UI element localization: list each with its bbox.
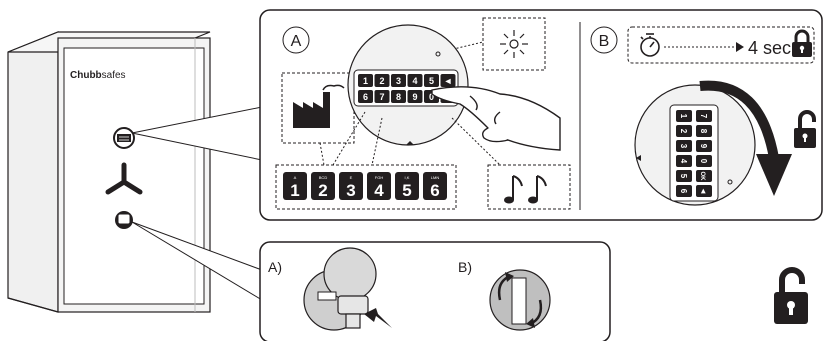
rotated-keypad-keys: 1 2 3 4 5 6 7 8 9 0OK ◄ <box>676 110 712 197</box>
rotated-keypad-key: 6 <box>676 185 692 197</box>
keypad-key-label: 2 <box>379 76 384 86</box>
rotated-keypad-key: 9 <box>696 140 712 152</box>
label-b-turn: B) <box>458 259 472 275</box>
code-key-letters: I,K <box>405 175 410 180</box>
key-icon <box>337 295 369 329</box>
step-a-badge: A <box>282 26 310 54</box>
rotated-keypad-key: 4 <box>676 155 692 167</box>
closed-padlock-icon <box>792 29 812 57</box>
code-key-digit: 3 <box>346 181 355 200</box>
timer-box: 4 sec <box>627 26 815 64</box>
keypad-key-label: 8 <box>396 92 401 102</box>
code-key-digit: 5 <box>402 181 411 200</box>
code-key: A1 <box>283 172 307 200</box>
safe-key-lock <box>115 211 133 229</box>
rotated-keypad-key-label: 6 <box>679 189 688 194</box>
keypad-key-label: 9 <box>412 92 417 102</box>
rotated-keypad-key-label: 2 <box>679 129 688 134</box>
rotated-keypad-key: ◄ <box>696 185 712 197</box>
code-key-digit: 4 <box>374 181 384 200</box>
code-key-letters: BCD <box>319 175 328 180</box>
led-flash-icon <box>500 30 528 58</box>
rotated-keypad-key-label: ◄ <box>699 187 708 195</box>
rotated-keypad-key: 7 <box>696 110 712 122</box>
rotated-keypad <box>634 84 756 206</box>
keypad-key-label: 1 <box>363 76 368 86</box>
rotated-keypad-key-label: OK <box>699 172 705 182</box>
safe: Chubbsafes <box>7 31 211 313</box>
keypad-key: 6 <box>358 90 373 103</box>
rotated-keypad-key-label: 4 <box>679 159 688 164</box>
rotated-keypad-key: 0 <box>696 155 712 167</box>
push-arrow-icon <box>364 308 392 328</box>
music-notes-icon <box>504 175 547 204</box>
hand-pressing <box>431 86 561 151</box>
keypad-key: ◄ <box>440 74 456 87</box>
code-key-letters: LMN <box>431 175 440 180</box>
factory-icon <box>293 84 345 128</box>
emergency-key-lock <box>303 247 392 331</box>
code-key-digit: 2 <box>318 181 327 200</box>
code-key-letters: FGH <box>375 175 384 180</box>
code-key-letters: E <box>350 175 353 180</box>
code-key-letters: A <box>294 175 297 180</box>
svg-text:B: B <box>599 33 610 50</box>
rotated-keypad-key: 2 <box>676 125 692 137</box>
rotated-keypad-key: 5 <box>676 170 692 182</box>
rotated-keypad-key-label: 1 <box>679 114 688 119</box>
keypad-key-label: ◄ <box>444 76 453 86</box>
rotated-keypad-key-label: 5 <box>679 174 688 179</box>
code-key-digit: 1 <box>290 181 299 200</box>
beep-box <box>487 164 571 210</box>
keypad-key: 3 <box>391 74 406 87</box>
code-keys-box <box>275 164 457 210</box>
code-key-digit: 6 <box>430 181 439 200</box>
rotate-arrow <box>699 80 792 196</box>
keypad-key: 1 <box>358 74 373 87</box>
safe-door <box>63 47 205 305</box>
rotated-keypad-key-label: 7 <box>699 114 708 119</box>
rotated-keypad-key: 1 <box>676 110 692 122</box>
keypad-key: 2 <box>374 74 390 87</box>
timer-text: 4 sec <box>748 38 791 58</box>
rotated-keypad-key-label: 0 <box>699 159 708 164</box>
rotated-keypad-key-label: 8 <box>699 129 708 134</box>
keypad-key-label: 0 <box>429 92 434 102</box>
final-open-padlock-icon <box>774 267 808 324</box>
keypad-key-label: 4 <box>412 76 417 86</box>
rotated-keypad-key: 3 <box>676 140 692 152</box>
keypad-key: 7 <box>374 90 390 103</box>
keypad-key-label: 6 <box>363 92 368 102</box>
code-key: E3 <box>339 172 363 200</box>
keypad-key: 5 <box>424 74 439 87</box>
keypad-key-label: 5 <box>429 76 434 86</box>
turn-key-icon <box>489 269 551 331</box>
rotated-keypad-key-label: 3 <box>679 144 688 149</box>
keypad-key: 4 <box>407 74 423 87</box>
label-a-override: A) <box>268 259 282 275</box>
code-key: I,K5 <box>395 172 419 200</box>
rotated-keypad-key: 8 <box>696 125 712 137</box>
brand-logo: Chubbsafes <box>70 70 126 81</box>
stopwatch-icon <box>640 33 660 57</box>
keypad-key: 9 <box>407 90 423 103</box>
svg-text:A: A <box>291 33 302 50</box>
safe-handle <box>105 162 143 195</box>
keypad-key-label: 3 <box>396 76 401 86</box>
keypad-key-label: 7 <box>379 92 384 102</box>
rotated-keypad-key-label: 9 <box>699 144 708 149</box>
rotated-keypad-key: OK <box>696 170 712 182</box>
safe-keypad-lock <box>113 127 135 149</box>
open-padlock-icon <box>794 110 816 148</box>
safe-side <box>7 31 59 313</box>
keypad-key: 8 <box>391 90 406 103</box>
step-b-badge: B <box>590 26 618 54</box>
led-box <box>482 17 546 71</box>
